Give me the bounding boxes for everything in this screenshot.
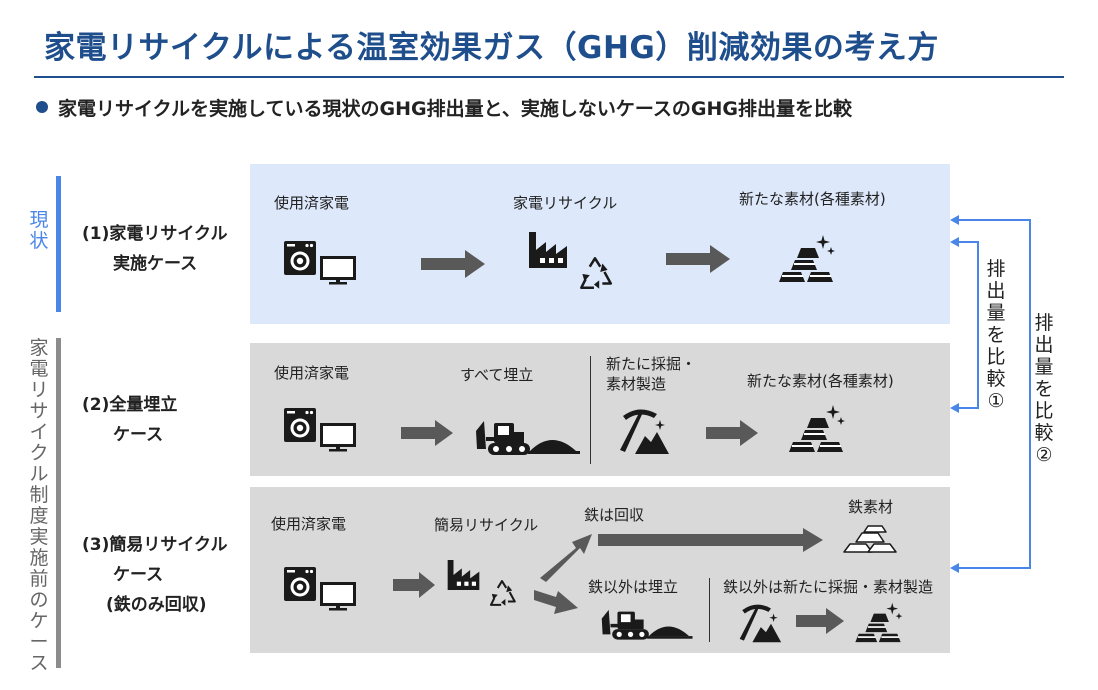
case2-label-line2: ケース: [113, 425, 164, 445]
comparison-brackets: [950, 215, 1031, 573]
case2-label: (2)全量埋立 ケース: [82, 390, 177, 450]
tv-icon: [320, 256, 356, 286]
case3-iron-arrow: [598, 528, 823, 552]
case3-iron-recover-label: 鉄は回収: [584, 506, 645, 524]
case3-arrow-2: [796, 608, 844, 634]
case3-divider: [709, 578, 710, 642]
compare-2-bracket: [958, 219, 1031, 569]
case2-arrow-1: [401, 420, 453, 446]
page-title: 家電リサイクルによる温室効果ガス（GHG）削減効果の考え方: [44, 30, 939, 66]
before-group-bar: [56, 338, 61, 668]
washing-machine-icon: [283, 240, 317, 276]
case3-simple-recycle-label: 簡易リサイクル: [434, 516, 539, 534]
pickaxe-icon: [737, 600, 783, 644]
case2-material-label: 新たな素材(各種素材): [747, 372, 894, 390]
title-underline: [34, 76, 1064, 78]
ingots-icon: [775, 232, 837, 284]
compare-2-arrowhead-top: [950, 215, 959, 225]
factory-icon: [446, 558, 486, 592]
page-subtitle: 家電リサイクルを実施している現状のGHG排出量と、実施しないケースのGHG排出量…: [58, 98, 852, 120]
case2-label-line1: (2)全量埋立: [82, 395, 178, 415]
case3-label-line3: (鉄のみ回収): [106, 595, 207, 615]
recycle-icon: [573, 252, 617, 294]
bulldozer-icon: [600, 604, 696, 642]
case1-label: (1)家電リサイクル 実施ケース: [82, 219, 228, 279]
case3-iron-material-label: 鉄素材: [848, 498, 894, 516]
factory-icon: [527, 230, 575, 270]
case3-label-line2: ケース: [113, 565, 164, 585]
case1-arrow-2: [666, 245, 730, 273]
case1-recycle-label: 家電リサイクル: [513, 194, 618, 212]
iron-ingot-icon: [842, 524, 898, 554]
tv-icon: [320, 423, 356, 453]
compare-2-arrowhead-bottom: [950, 563, 959, 573]
case3-non-iron-landfill-label: 鉄以外は埋立: [588, 578, 679, 596]
case2-mining-line1: 新たに採掘・: [606, 355, 697, 373]
case3-arrow-1: [393, 572, 435, 598]
case3-arrow-up: [540, 534, 592, 582]
case2-used-appliance-label: 使用済家電: [274, 364, 350, 382]
case2-landfill-label: すべて埋立: [460, 366, 534, 384]
case2-mining-label: 新たに採掘・ 素材製造: [606, 354, 696, 394]
compare-1-bracket: [958, 241, 979, 409]
washing-machine-icon: [283, 407, 317, 443]
bulldozer-icon: [474, 415, 584, 457]
before-group-label: 家電リサイクル制度実施前のケース: [29, 337, 49, 674]
case1-panel: [250, 164, 950, 324]
case1-material-label: 新たな素材(各種素材): [739, 190, 886, 208]
washing-machine-icon: [283, 566, 317, 602]
ingots-icon: [785, 402, 847, 454]
case3-non-iron-mining-label: 鉄以外は新たに採掘・素材製造: [723, 578, 934, 596]
case3-used-appliance-label: 使用済家電: [271, 515, 347, 533]
ingots-icon: [852, 600, 904, 644]
compare-1-arrowhead-bottom: [950, 403, 959, 413]
case1-used-appliance-label: 使用済家電: [274, 194, 350, 212]
case3-label-line1: (3)簡易リサイクル: [82, 535, 228, 555]
current-group-label: 現状: [29, 209, 49, 252]
recycle-icon: [484, 576, 520, 610]
case2-divider: [590, 356, 591, 464]
case1-arrow-1: [421, 250, 485, 278]
case3-arrow-down: [534, 590, 578, 614]
pickaxe-icon: [617, 404, 671, 456]
compare-2-label: 排出量を比較②: [1034, 312, 1054, 466]
case1-label-line2: 実施ケース: [113, 254, 198, 274]
case2-arrow-2: [706, 420, 758, 446]
bullet-icon: [36, 101, 48, 113]
compare-1-arrowhead-top: [950, 237, 959, 247]
tv-icon: [320, 582, 356, 612]
compare-1-label: 排出量を比較①: [986, 258, 1006, 412]
current-group-bar: [56, 176, 61, 312]
case2-mining-line2: 素材製造: [606, 375, 667, 393]
case1-label-line1: (1)家電リサイクル: [82, 224, 228, 244]
case3-label: (3)簡易リサイクル ケース (鉄のみ回収): [82, 530, 228, 620]
